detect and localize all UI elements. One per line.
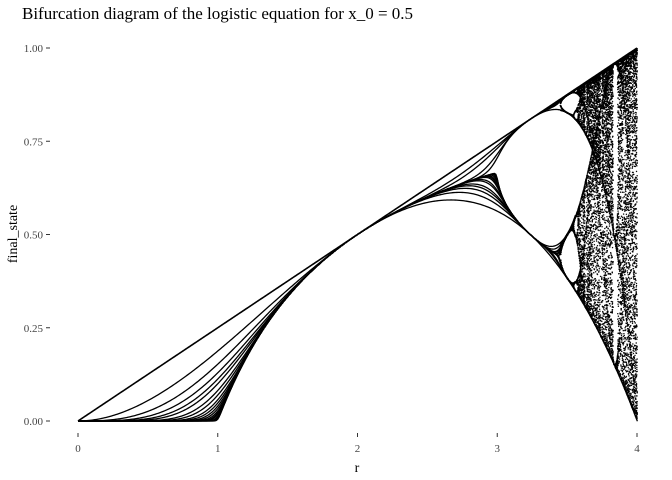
iteration-curve: [78, 185, 577, 422]
iteration-curve: [78, 174, 576, 422]
x-axis-label: r: [355, 461, 360, 476]
iteration-curve: [78, 183, 577, 422]
y-axis-label: final_state: [6, 205, 21, 263]
x-tick-label: 3: [495, 443, 501, 455]
iteration-curve: [78, 191, 577, 422]
y-tick-label: 0.00: [24, 416, 44, 428]
iteration-curve: [78, 108, 576, 422]
y-axis: 0.00 0.25 0.50 0.75 1.00: [24, 43, 50, 428]
iteration-curves: [77, 47, 638, 422]
iteration-curve: [78, 178, 577, 422]
y-tick-label: 0.50: [24, 230, 44, 242]
iteration-curve: [78, 173, 576, 422]
y-tick-label: 0.75: [24, 136, 44, 148]
y-tick-label: 1.00: [24, 43, 44, 55]
iteration-curve: [78, 173, 577, 422]
x-axis: 0 1 2 3 4: [75, 433, 640, 455]
x-tick-label: 4: [634, 443, 640, 455]
iteration-curve: [78, 176, 577, 422]
plot-area: [77, 47, 638, 422]
chaotic-region-points: [559, 48, 638, 422]
x-tick-label: 2: [355, 443, 361, 455]
x-tick-label: 1: [215, 443, 221, 455]
iteration-curve: [77, 199, 577, 422]
chaos-points: [559, 48, 638, 422]
y-tick-label: 0.25: [24, 323, 44, 335]
chart-title: Bifurcation diagram of the logistic equa…: [22, 4, 413, 23]
iteration-curve: [78, 172, 577, 422]
x-tick-label: 0: [75, 443, 81, 455]
iteration-curve: [78, 180, 577, 422]
iteration-curve: [78, 187, 576, 422]
